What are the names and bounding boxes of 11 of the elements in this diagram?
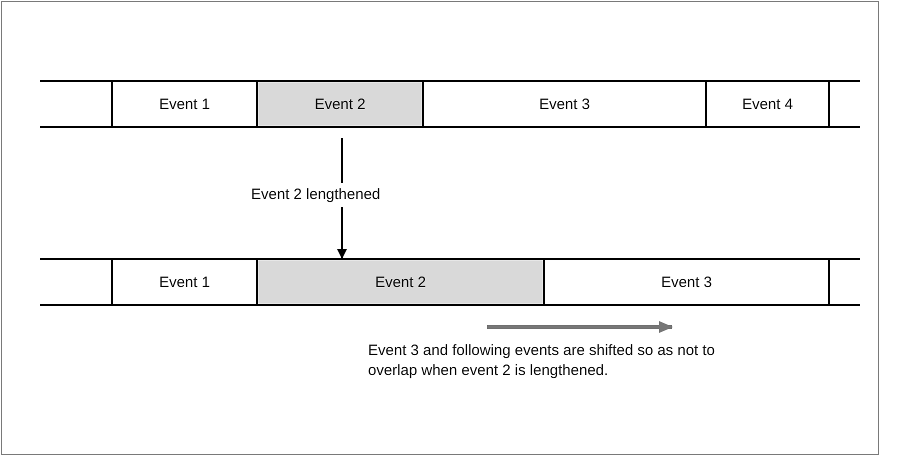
event-cell: Event 3	[424, 80, 707, 128]
empty-timeline-cell	[830, 80, 860, 128]
event-cell: Event 1	[113, 80, 258, 128]
empty-timeline-cell	[830, 258, 860, 306]
edge-label: Event 2 lengthened	[251, 183, 380, 207]
event-cell: Event 4	[707, 80, 830, 128]
event-cell: Event 2	[258, 258, 545, 306]
event-cell: Event 3	[545, 258, 830, 306]
event-cell: Event 2	[258, 80, 424, 128]
event-cell: Event 1	[113, 258, 258, 306]
note-text: Event 3 and following events are shifted so as not to overlap when event 2 is lengthened.	[368, 341, 716, 381]
